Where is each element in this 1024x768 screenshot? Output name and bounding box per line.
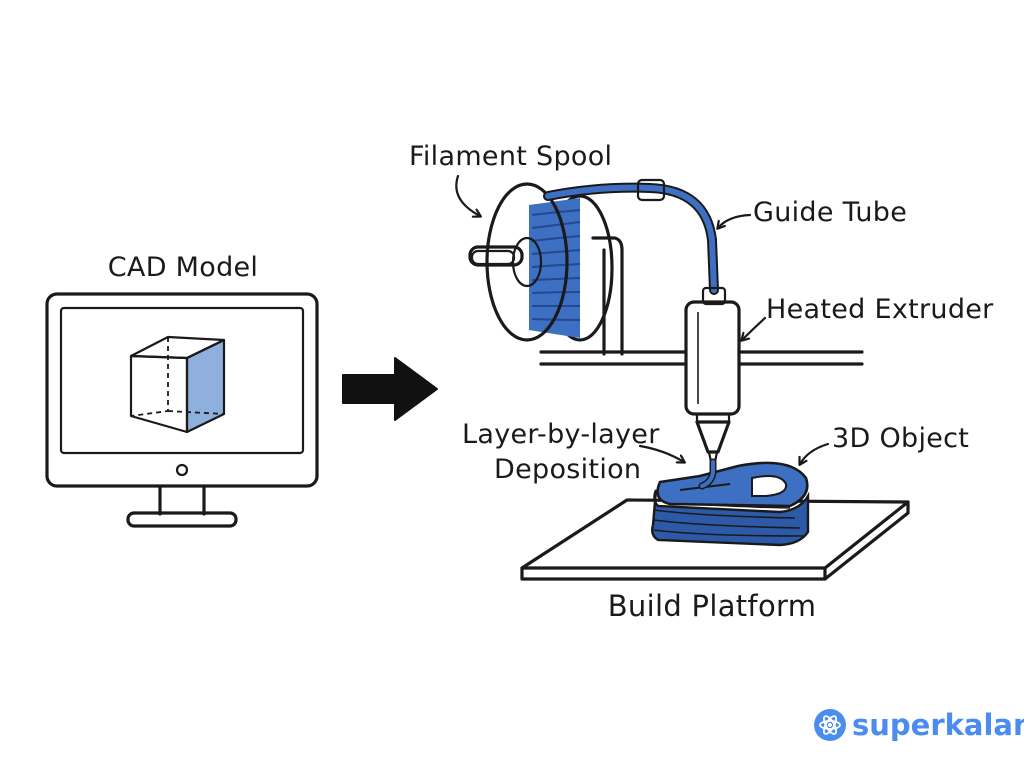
build-platform-label: Build Platform: [608, 589, 817, 623]
deposition-label-line2: Deposition: [494, 454, 641, 485]
frame-rail: [539, 350, 864, 366]
deposition-callout: [638, 444, 684, 462]
guide-tube: [543, 178, 719, 295]
deposition-label-line1: Layer-by-layer: [462, 419, 660, 450]
filament-spool-callout: [455, 174, 480, 216]
monitor-icon: [45, 292, 319, 528]
printed-object-icon: [650, 458, 810, 547]
object-3d-label: 3D Object: [832, 423, 969, 454]
extruder-icon: [684, 286, 741, 464]
heated-extruder-label: Heated Extruder: [766, 294, 994, 325]
filament-spool-label: Filament Spool: [409, 141, 612, 172]
cube-icon: [129, 335, 226, 434]
cad-model-label: CAD Model: [108, 252, 258, 283]
process-arrow-icon: [342, 357, 438, 421]
spool-icon: [468, 182, 624, 356]
guide-tube-callout: [718, 213, 752, 228]
brand-logo: superkalam: [814, 708, 1024, 742]
heated-extruder-callout: [742, 316, 767, 340]
atom-icon: [814, 709, 846, 741]
build-platform-icon: [520, 498, 910, 581]
guide-tube-label: Guide Tube: [753, 197, 907, 228]
object-callout: [800, 442, 830, 464]
brand-name: superkalam: [852, 708, 1024, 742]
